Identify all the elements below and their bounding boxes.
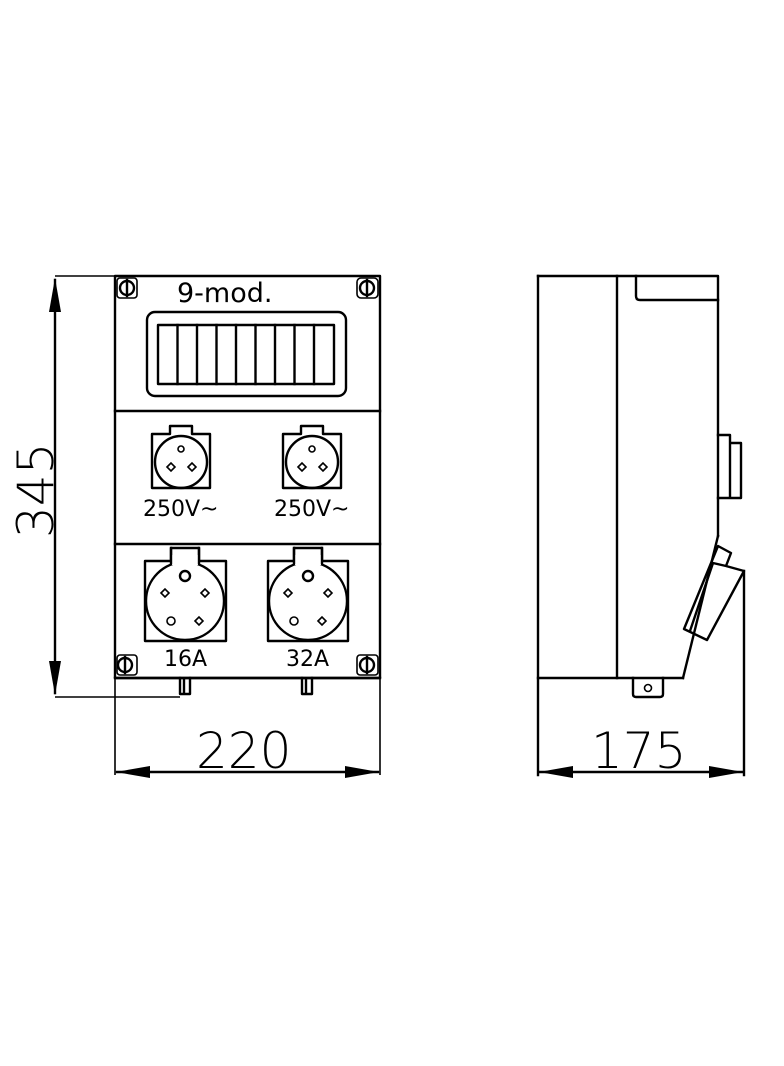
mounting-tab [178, 676, 192, 696]
dimension-height: 345 [7, 275, 180, 698]
side-protrusion [716, 433, 743, 500]
module-window-inner [156, 323, 336, 386]
dimension-depth: 175 [538, 722, 744, 780]
socket-label-32a: 32A [286, 647, 329, 672]
socket-250v-left [150, 424, 212, 490]
angled-socket [682, 544, 746, 642]
mounting-lug [631, 676, 665, 699]
module-label: 9-mod. [177, 278, 272, 309]
dimension-width: 220 [114, 678, 381, 780]
side-view [536, 274, 746, 777]
enclosure-side-outline [536, 274, 720, 538]
socket-16a [143, 546, 228, 643]
socket-label-250v-right: 250V~ [274, 497, 349, 522]
socket-label-250v-left: 250V~ [143, 497, 218, 522]
socket-32a [266, 546, 350, 643]
screw-icon [356, 277, 379, 299]
front-view: 9-mod. 250V~ [113, 274, 382, 696]
dimension-width-value: 220 [196, 722, 291, 780]
mounting-tab [300, 676, 314, 696]
socket-label-16a: 16A [164, 647, 207, 672]
dimension-depth-value: 175 [591, 722, 686, 780]
module-window-outer [145, 310, 348, 398]
screw-icon [116, 654, 138, 676]
module-dividers [176, 323, 316, 386]
lug-hole-icon [643, 683, 653, 693]
dimension-height-value: 345 [7, 443, 65, 538]
screw-icon [356, 654, 379, 676]
socket-250v-right [281, 424, 343, 490]
top-recess [634, 274, 720, 302]
screw-icon [116, 277, 138, 299]
